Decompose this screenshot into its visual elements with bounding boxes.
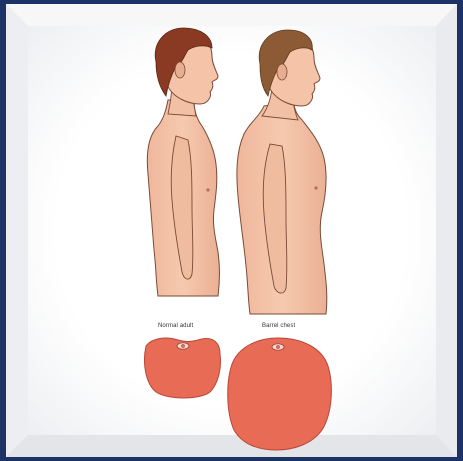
normal-adult-figure (147, 28, 219, 296)
barrel-nipple (314, 186, 317, 189)
barrel-chest-label: Barrel chest (262, 323, 295, 329)
barrel-chest-figure (237, 30, 327, 314)
slide-panel: Normal adult Barrel chest (6, 4, 457, 457)
normal-nipple (206, 188, 209, 191)
normal-spine-icon (177, 343, 189, 349)
barrel-spine-icon (272, 344, 284, 350)
barrel-ear (277, 64, 287, 80)
anatomy-illustration (6, 4, 457, 457)
barrel-cross-section (228, 338, 332, 450)
normal-adult-label: Normal adult (158, 323, 193, 329)
normal-ear (175, 62, 185, 78)
normal-cross-section (144, 338, 220, 398)
